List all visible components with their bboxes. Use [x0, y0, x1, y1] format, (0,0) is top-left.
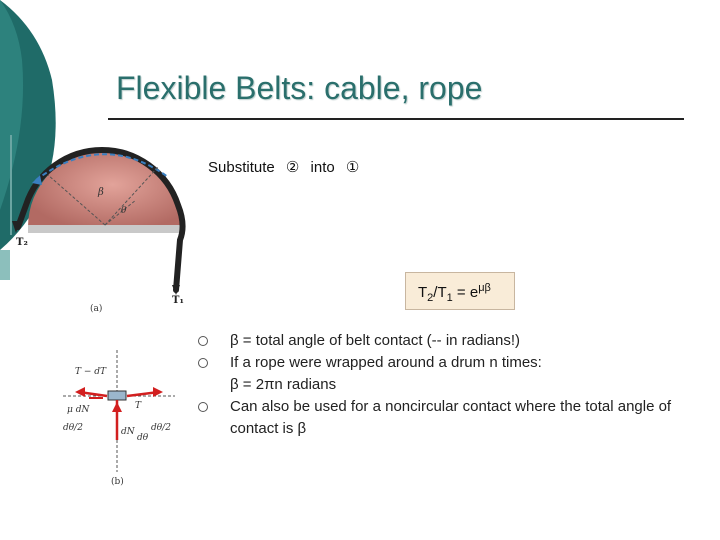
dtheta-half-left-label: dθ/2 [63, 423, 83, 433]
tension-ratio-formula: T2/T1 = eμβ [418, 282, 491, 304]
belt-element [107, 390, 127, 401]
bullet-text: Can also be used for a noncircular conta… [230, 398, 672, 437]
teal-bar [0, 250, 10, 280]
figure-a-caption: (a) [90, 303, 102, 314]
bullet-item: β = total angle of belt contact (-- in r… [198, 330, 678, 352]
substitute-word: Substitute [208, 159, 275, 176]
bullet-item: Can also be used for a noncircular conta… [198, 396, 678, 440]
drum-shape [28, 150, 182, 227]
bullet-text: If a rope were wrapped around a drum n t… [230, 354, 542, 371]
slide-title: Flexible Belts: cable, rope [116, 70, 483, 106]
t-label: T [135, 401, 142, 411]
bullet-continuation: β = 2πn radians [230, 376, 337, 393]
equation-1-marker: ① [345, 159, 360, 176]
formula-box [405, 272, 515, 310]
t1-label: T₁ [172, 295, 184, 306]
substitute-line: Substitute ② into ① [208, 158, 366, 176]
title-divider [108, 118, 684, 120]
dtheta-label: dθ [137, 433, 149, 443]
bullet-item: If a rope were wrapped around a drum n t… [198, 352, 678, 396]
bullet-circle-icon [198, 336, 208, 346]
bullet-circle-icon [198, 358, 208, 368]
equation-2-marker: ② [285, 159, 300, 176]
beta-label: β [97, 187, 104, 198]
bullet-circle-icon [198, 402, 208, 412]
t-minus-dt-label: T − dT [75, 367, 107, 377]
theta-label: θ [121, 206, 127, 216]
dtheta-half-right-label: dθ/2 [151, 423, 171, 433]
dn-label: dN [121, 427, 136, 437]
bullet-text: β = total angle of belt contact (-- in r… [230, 332, 521, 349]
belt-drum-figure: β θ T₂ T₁ (a) [12, 147, 186, 314]
figure-b-caption: (b) [111, 476, 124, 487]
t2-label: T₂ [16, 237, 28, 248]
rotation-arrow [35, 153, 169, 181]
mu-dn-label: μ dN [67, 405, 90, 415]
into-word: into [310, 159, 335, 176]
element-free-body-figure: T − dT T μ dN dN dθ/2 dθ/2 dθ (b) [63, 350, 175, 487]
bullet-list: β = total angle of belt contact (-- in r… [198, 330, 678, 440]
